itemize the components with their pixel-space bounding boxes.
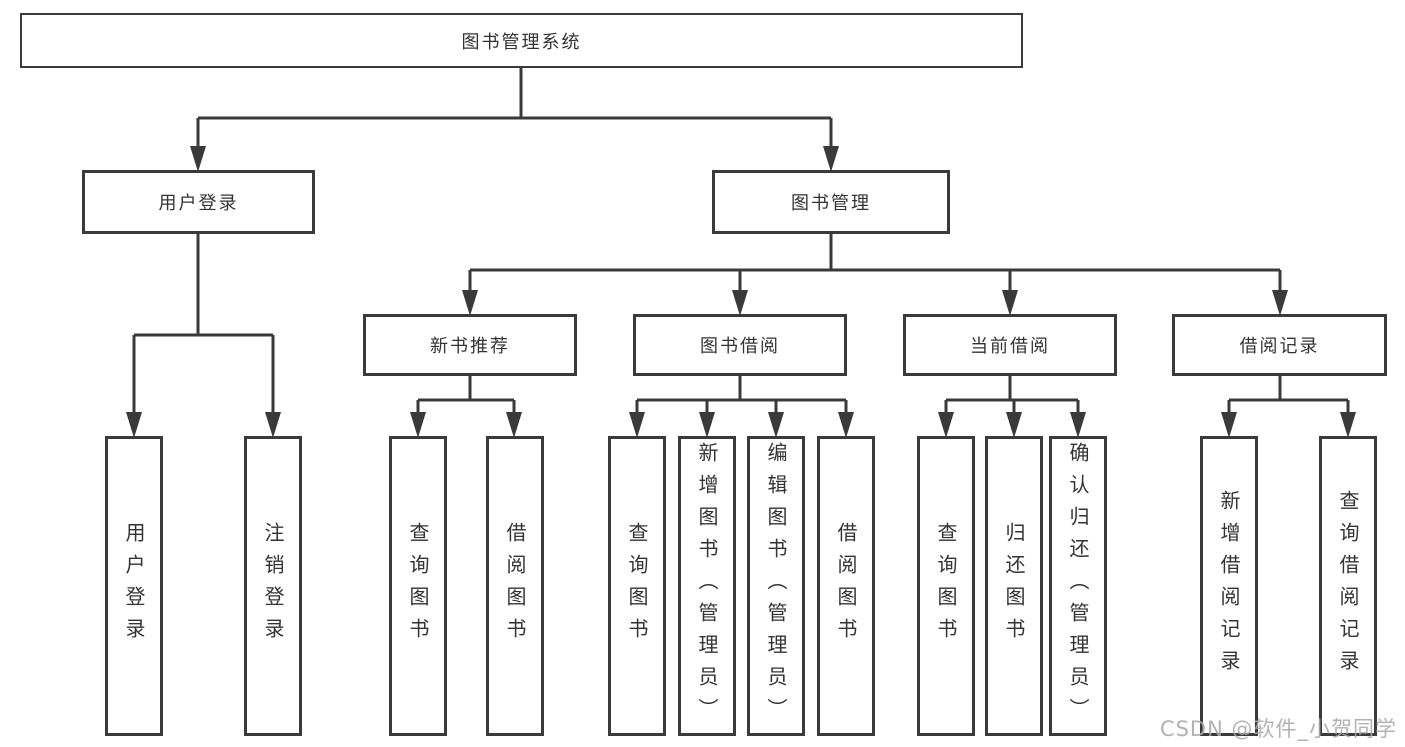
node-book-management: 图书管理 [712,170,950,234]
leaf-edit-book-admin: 编辑图书（管理员） [747,436,805,736]
connector-new-book-rec-group [416,376,516,416]
node-current-borrow: 当前借阅 [903,314,1117,376]
arrowhead-icon [1002,290,1018,316]
leaf-return-book: 归还图书 [985,436,1043,736]
arrowhead-icon [823,146,839,172]
leaf-query-borrow-record: 查询借阅记录 [1319,436,1377,736]
arrowhead-icon [190,146,206,172]
leaf-query-book-1: 查询图书 [389,436,447,736]
csdn-watermark: CSDN @软件_小贺同学 [1159,717,1397,741]
node-root: 图书管理系统 [20,13,1023,68]
connector-root-to-level2 [196,68,833,150]
connector-user-login-group [132,234,275,416]
arrowhead-icon [1221,412,1237,438]
leaf-logout: 注销登录 [244,436,302,736]
connector-current-borrow-group [944,376,1080,416]
leaf-query-book-2: 查询图书 [608,436,666,736]
arrowhead-icon [265,412,281,438]
arrowhead-icon [732,290,748,316]
arrowhead-icon [768,412,784,438]
node-user-login: 用户登录 [82,170,315,234]
arrowhead-icon [410,412,426,438]
leaf-user-login: 用户登录 [105,436,163,736]
arrowhead-icon [1340,412,1356,438]
arrowhead-icon [462,290,478,316]
arrowhead-icon [699,412,715,438]
leaf-add-book-admin: 新增图书（管理员） [678,436,736,736]
arrowhead-icon [1006,412,1022,438]
leaf-confirm-return-admin: 确认归还（管理员） [1049,436,1107,736]
arrowhead-icon [938,412,954,438]
leaf-borrow-book-2: 借阅图书 [817,436,875,736]
connector-book-borrow-group [635,376,848,416]
arrowhead-icon [506,412,522,438]
arrowhead-icon [1272,290,1288,316]
arrowhead-icon [1070,412,1086,438]
leaf-borrow-book-1: 借阅图书 [486,436,544,736]
connector-borrow-records-group [1227,376,1350,416]
node-book-borrow: 图书借阅 [633,314,847,376]
arrowhead-icon [629,412,645,438]
node-new-book-recommend: 新书推荐 [363,314,577,376]
arrowhead-icon [126,412,142,438]
node-borrow-records: 借阅记录 [1172,314,1387,376]
leaf-query-book-3: 查询图书 [917,436,975,736]
connector-book-mgmt-group [468,234,1282,294]
arrowhead-icon [838,412,854,438]
leaf-add-borrow-record: 新增借阅记录 [1200,436,1258,736]
